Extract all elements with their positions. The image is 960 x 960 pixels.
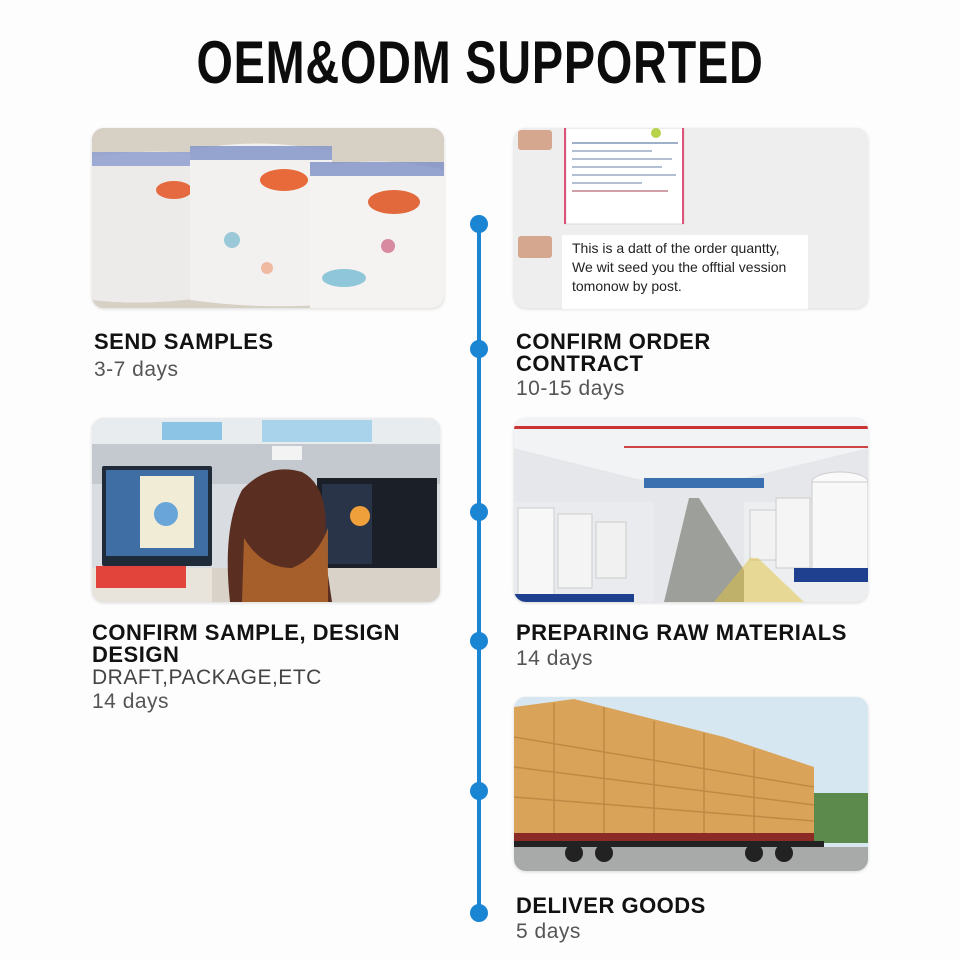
step-duration: 3-7 days bbox=[94, 358, 179, 381]
order-chat-photo bbox=[514, 128, 868, 308]
step-title: DELIVER GOODS bbox=[516, 893, 706, 918]
timeline-dot bbox=[470, 782, 488, 800]
step-deliver-goods: DELIVER GOODS 5 days bbox=[516, 895, 706, 944]
step-duration: 14 days bbox=[516, 647, 594, 670]
step-duration: 5 days bbox=[516, 920, 581, 943]
page-title: OEM&ODM SUPPORTED bbox=[196, 29, 764, 96]
chat-message: This is a datt of the order quantty, We … bbox=[562, 235, 808, 309]
step-title-line1: CONFIRM SAMPLE, DESIGN bbox=[92, 620, 401, 645]
step-title: SEND SAMPLES bbox=[94, 329, 274, 354]
samples-photo bbox=[92, 128, 444, 308]
step-confirm-sample: CONFIRM SAMPLE, DESIGN DESIGN DRAFT,PACK… bbox=[92, 622, 400, 714]
timeline-dot bbox=[470, 503, 488, 521]
step-raw-materials: PREPARING RAW MATERIALS 14 days bbox=[516, 622, 847, 671]
step-subtitle: DRAFT,PACKAGE,ETC bbox=[92, 666, 322, 689]
timeline-dot bbox=[470, 340, 488, 358]
step-duration: 10-15 days bbox=[516, 377, 625, 400]
timeline-dot bbox=[470, 904, 488, 922]
timeline-dot bbox=[470, 632, 488, 650]
step-title-line2: CONTRACT bbox=[516, 351, 644, 376]
step-duration: 14 days bbox=[92, 690, 170, 713]
design-photo bbox=[92, 418, 440, 602]
timeline-dot bbox=[470, 215, 488, 233]
step-title-line2: DESIGN bbox=[92, 642, 180, 667]
step-title: PREPARING RAW MATERIALS bbox=[516, 620, 847, 645]
warehouse-photo bbox=[514, 418, 868, 602]
step-send-samples: SEND SAMPLES 3-7 days bbox=[94, 331, 274, 382]
step-confirm-order: CONFIRM ORDER CONTRACT 10-15 days bbox=[516, 331, 711, 401]
delivery-photo bbox=[514, 697, 868, 871]
timeline-line bbox=[477, 222, 481, 914]
step-title-line1: CONFIRM ORDER bbox=[516, 329, 711, 354]
